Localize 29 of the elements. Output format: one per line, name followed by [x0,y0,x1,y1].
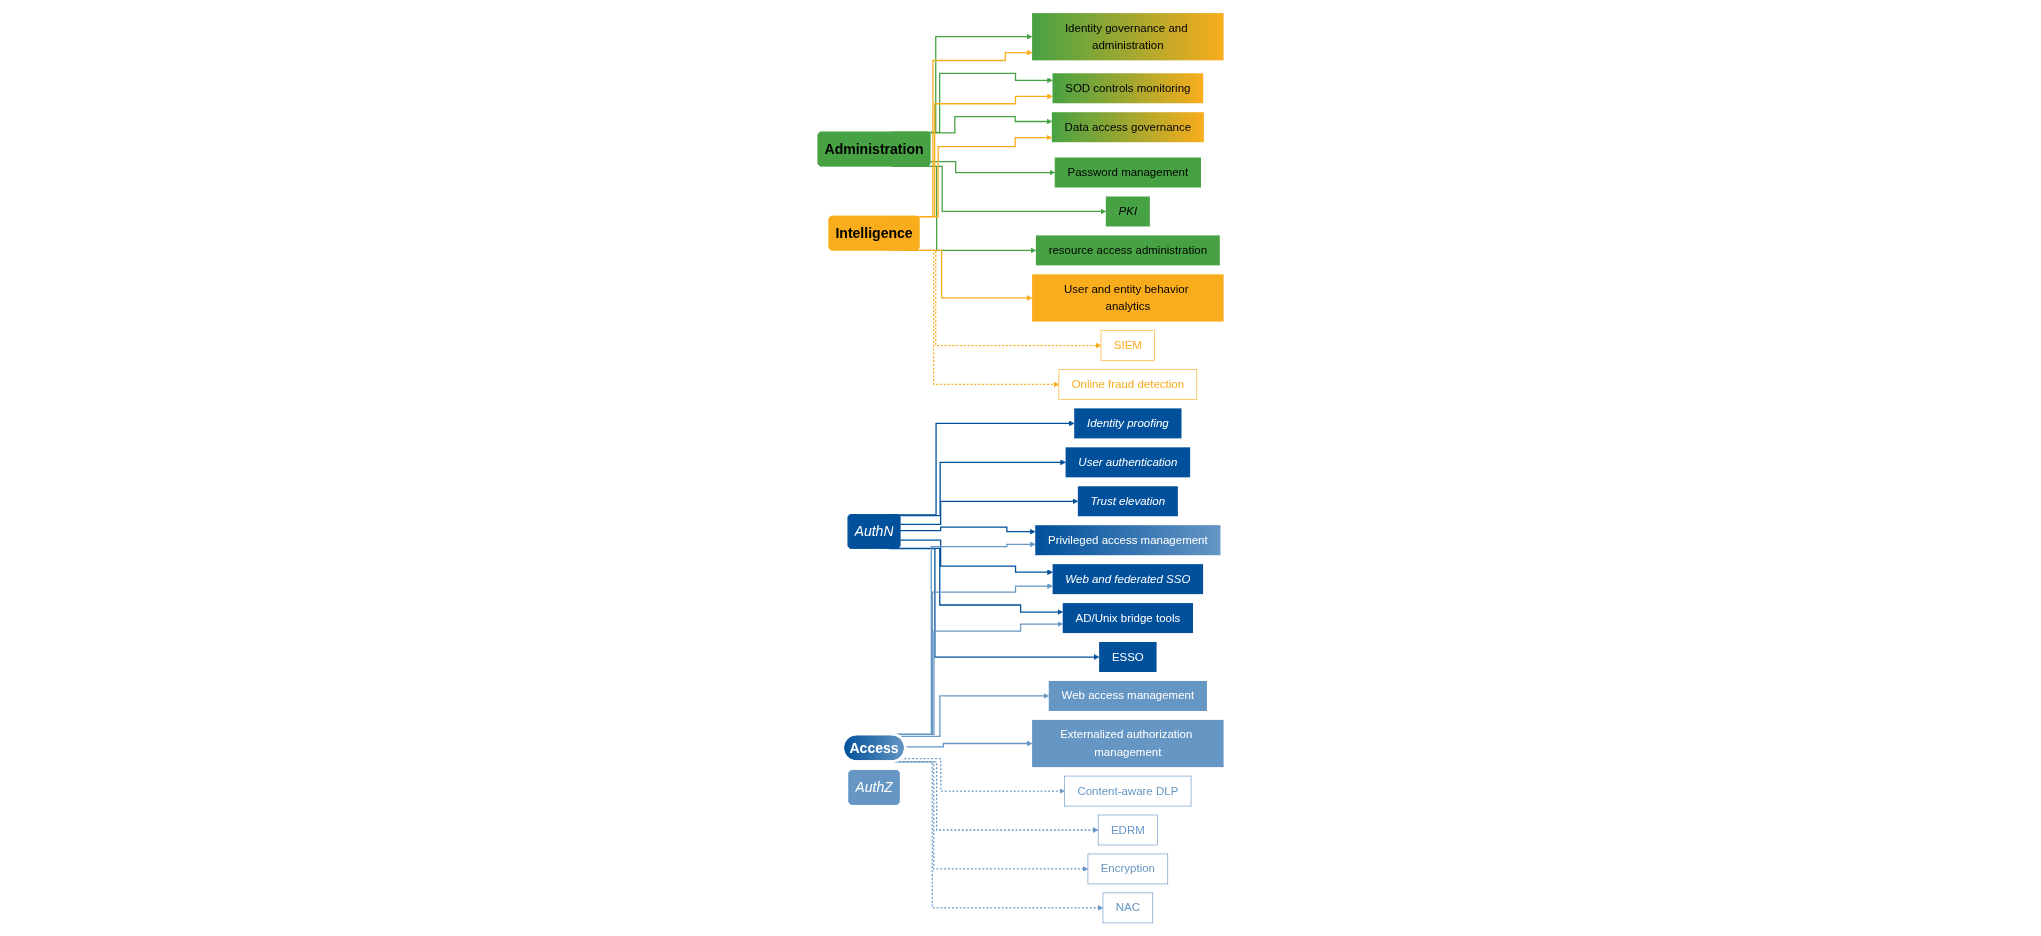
node-box: AD/Unix bridge tools [1062,603,1193,634]
arrow [904,740,1032,748]
arrow [929,161,1055,176]
node-box: Identity governance and administration [1031,13,1224,61]
node-box: Web access management [1048,680,1207,711]
node-box: Identity proofing [1073,408,1182,439]
node-box: NAC [1102,892,1153,924]
node-box: Web and federated SSO [1052,564,1203,595]
node-box: Encryption [1087,853,1168,885]
node-box: Content-aware DLP [1063,775,1192,807]
arrow [899,539,1053,575]
arrow [927,115,1052,134]
node-box: ESSO [1098,642,1157,672]
node-box: SOD controls monitoring [1052,73,1203,104]
node-box: Data access governance [1051,112,1204,143]
node-box: PKI [1105,196,1150,227]
node-box: Password management [1054,157,1201,188]
node-box: Online fraud detection [1058,369,1197,400]
arrow [898,459,1066,517]
node-box: Externalized authorization management [1031,719,1224,768]
node-box: resource access administration [1035,235,1220,266]
node-box: SIEM [1100,330,1155,361]
node-box: EDRM [1097,814,1158,846]
node-box: User authentication [1065,447,1190,478]
node-box: Privileged access management [1034,525,1221,556]
node-box: User and entity behavior analytics [1031,274,1224,322]
arrow [899,498,1078,526]
node-box: Trust elevation [1077,486,1178,517]
arrow [899,526,1036,535]
